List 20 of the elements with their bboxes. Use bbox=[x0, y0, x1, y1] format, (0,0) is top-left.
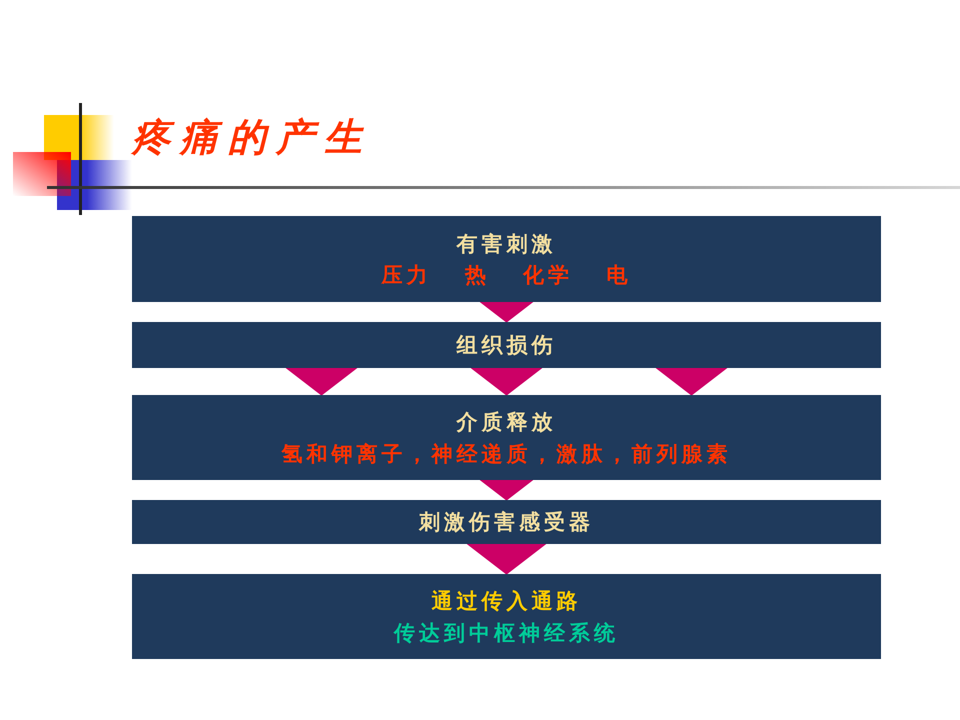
arrow bbox=[479, 480, 534, 501]
slide-title: 疼痛的产生 bbox=[132, 113, 372, 161]
box-heading: 组织损伤 bbox=[456, 331, 556, 360]
box-detail: 氢和钾离子，神经递质，激肽，前列腺素 bbox=[282, 440, 732, 468]
process-box bbox=[132, 216, 881, 302]
arrow bbox=[466, 544, 547, 575]
box-heading: 介质释放 bbox=[456, 408, 556, 436]
box-heading: 刺激伤害感受器 bbox=[419, 508, 594, 536]
box-detail: 压力 热 化学 电 bbox=[382, 261, 632, 289]
arrow bbox=[284, 368, 358, 396]
process-box bbox=[132, 574, 881, 659]
process-box bbox=[132, 395, 881, 480]
process-box bbox=[132, 500, 881, 544]
box-detail: 传达到中枢神经系统 bbox=[394, 618, 619, 646]
arrow bbox=[654, 368, 728, 396]
box-heading: 有害刺激 bbox=[456, 230, 556, 258]
box-heading: 通过传入通路 bbox=[432, 587, 582, 615]
process-box bbox=[132, 322, 881, 368]
arrow bbox=[470, 368, 544, 396]
arrow bbox=[479, 302, 534, 323]
